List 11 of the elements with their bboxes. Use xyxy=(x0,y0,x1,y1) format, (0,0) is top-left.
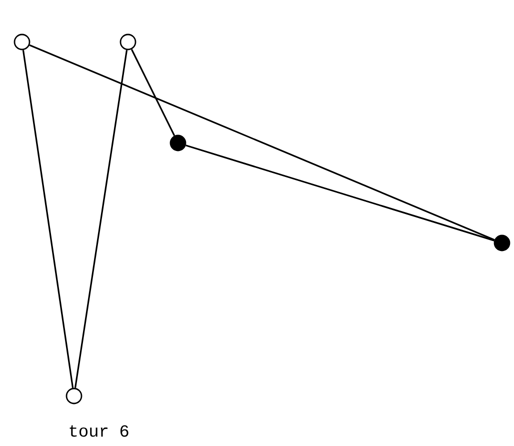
vertex-circle xyxy=(120,34,136,50)
vertex-circle xyxy=(14,34,30,50)
edge-line xyxy=(29,44,495,241)
vertex-dot xyxy=(170,134,186,152)
edge-line xyxy=(130,49,176,136)
vertex-circle xyxy=(66,388,82,404)
caption: tour 6 xyxy=(70,425,128,437)
edge-line xyxy=(74,50,128,388)
vertex-dot xyxy=(494,234,510,252)
edge-line xyxy=(186,144,494,242)
edge-line xyxy=(22,50,74,388)
